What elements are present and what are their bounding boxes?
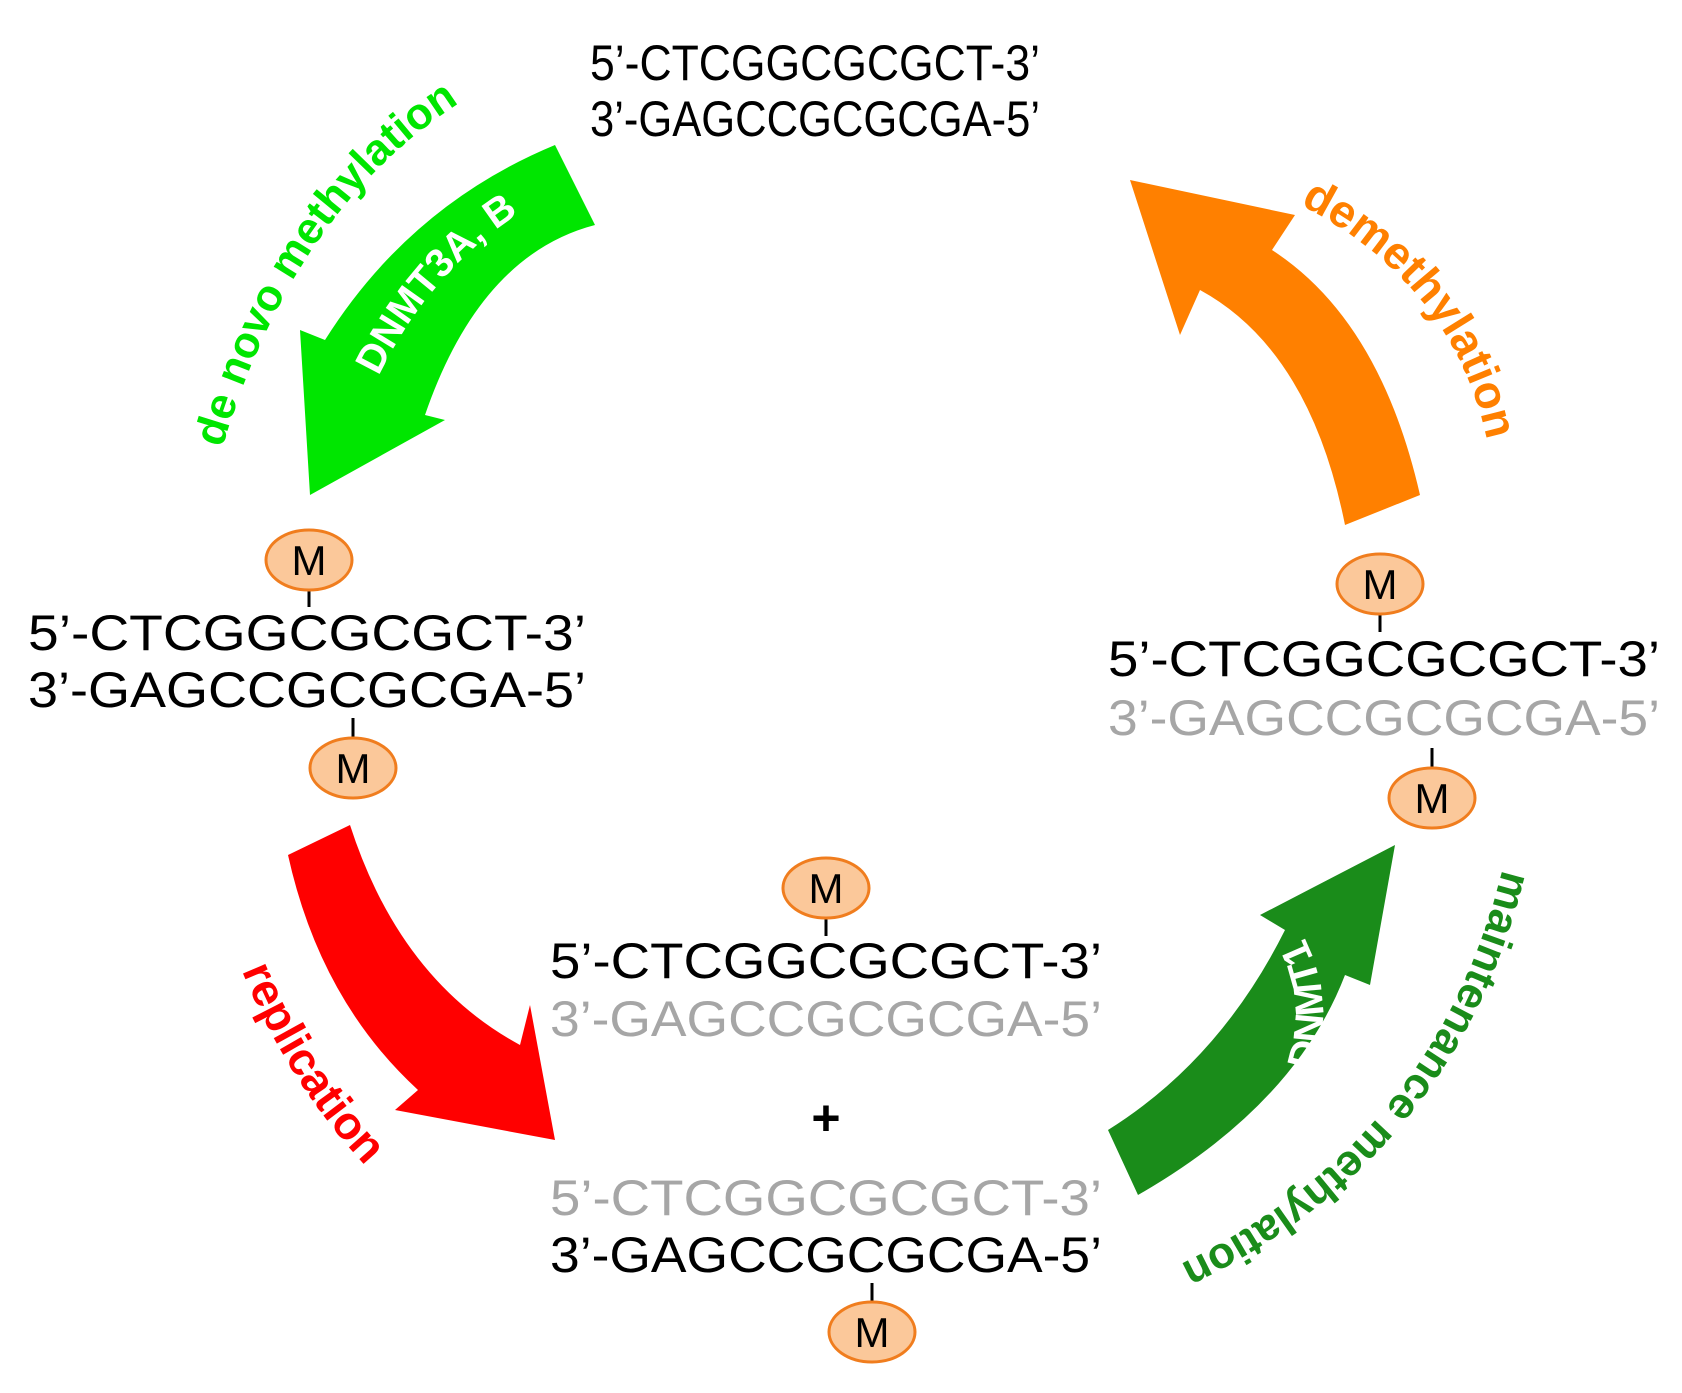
- de-novo-arrow-shape: [300, 145, 595, 495]
- methyl-circle-icon: [264, 528, 354, 592]
- strand-top: 5’-CTCGGCGCGCT-3’: [590, 35, 1040, 91]
- methyl-label: M: [1363, 561, 1398, 608]
- methyl-label: M: [855, 1309, 890, 1356]
- dna-hemimethylated-lower: 5’-CTCGGCGCGCT-3’ 3’-GAGCCGCGCGA-5’ M: [550, 1170, 1102, 1364]
- methyl-mark-lower: M: [308, 718, 398, 800]
- dna-hemimethylated-upper: M 5’-CTCGGCGCGCT-3’ 3’-GAGCCGCGCGA-5’: [550, 856, 1102, 1047]
- methyl-label: M: [292, 537, 327, 584]
- demethylation-arrow-shape: [1130, 180, 1420, 525]
- strand-top: 5’-CTCGGCGCGCT-3’: [550, 1170, 1102, 1226]
- strand-bottom: 3’-GAGCCGCGCGA-5’: [550, 1227, 1102, 1283]
- methyl-mark-lower: M: [827, 1283, 917, 1364]
- methyl-mark-upper: M: [1335, 552, 1425, 632]
- methyl-mark-upper: M: [264, 528, 354, 607]
- demethylation-arrow: [1130, 180, 1420, 525]
- strand-bottom: 3’-GAGCCGCGCGA-5’: [1108, 690, 1660, 746]
- methyl-circle-icon: [308, 736, 398, 800]
- dna-unmethylated-top: 5’-CTCGGCGCGCT-3’ 3’-GAGCCGCGCGA-5’: [590, 35, 1040, 147]
- maintenance-methylation-arrow: [1108, 845, 1395, 1195]
- plus-icon: +: [811, 1090, 840, 1146]
- methyl-circle-icon: [827, 1300, 917, 1364]
- methyl-circle-icon: [1387, 766, 1477, 830]
- strand-bottom: 3’-GAGCCGCGCGA-5’: [550, 991, 1102, 1047]
- methyl-label: M: [809, 865, 844, 912]
- methyl-circle-icon: [781, 856, 871, 920]
- de-novo-methylation-arrow: [300, 145, 595, 495]
- methyl-mark-lower: M: [1387, 748, 1477, 830]
- replication-arrow-shape: [288, 825, 555, 1140]
- dna-fully-methylated-left: M 5’-CTCGGCGCGCT-3’ 3’-GAGCCGCGCGA-5’ M: [28, 528, 586, 800]
- methyl-label: M: [336, 745, 371, 792]
- maintenance-arrow-shape: [1108, 845, 1395, 1195]
- methyl-mark-upper: M: [781, 856, 871, 936]
- replication-arrow: [288, 825, 555, 1140]
- strand-top: 5’-CTCGGCGCGCT-3’: [1108, 631, 1660, 687]
- methyl-circle-icon: [1335, 552, 1425, 616]
- strand-bottom: 3’-GAGCCGCGCGA-5’: [28, 662, 586, 718]
- methyl-label: M: [1415, 775, 1450, 822]
- strand-top: 5’-CTCGGCGCGCT-3’: [28, 605, 586, 661]
- dna-maintained-right: M 5’-CTCGGCGCGCT-3’ 3’-GAGCCGCGCGA-5’ M: [1108, 552, 1660, 830]
- strand-bottom: 3’-GAGCCGCGCGA-5’: [590, 91, 1040, 147]
- strand-top: 5’-CTCGGCGCGCT-3’: [550, 933, 1102, 989]
